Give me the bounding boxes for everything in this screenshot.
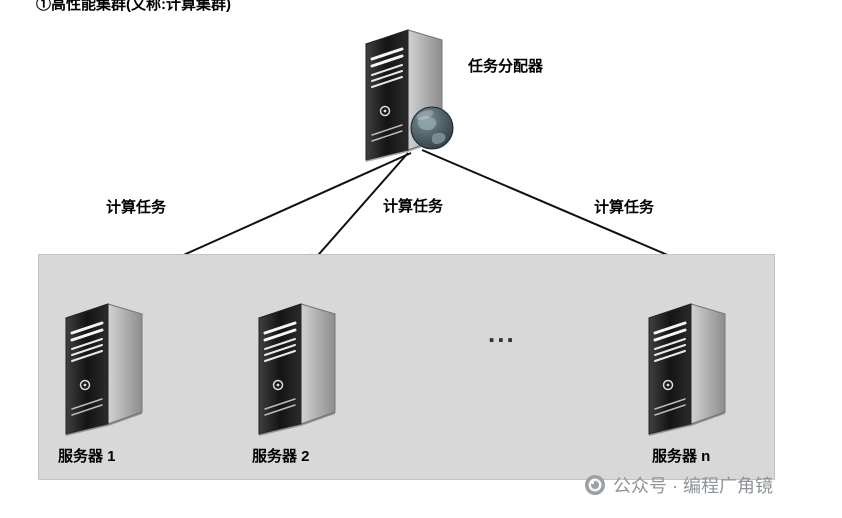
section-heading: ①高性能集群(又称:计算集群) <box>36 0 231 13</box>
globe-icon <box>410 106 454 150</box>
task-distributor-label: 任务分配器 <box>468 58 544 75</box>
server-1-label: 服务器 1 <box>58 448 116 465</box>
official-account-icon <box>585 475 605 495</box>
arrow-to-server-n <box>421 149 700 269</box>
server-n-icon <box>647 302 727 438</box>
arrow-label-left: 计算任务 <box>106 199 167 216</box>
server-2-label: 服务器 2 <box>252 448 310 465</box>
watermark-text: 公众号 · 编程广角镜 <box>613 476 773 496</box>
servers-ellipsis: ... <box>488 318 516 348</box>
watermark: 公众号 · 编程广角镜 <box>583 472 773 498</box>
server-1-icon <box>64 302 144 438</box>
arrow-label-right: 计算任务 <box>594 199 655 216</box>
server-2-icon <box>257 302 337 438</box>
server-n-label: 服务器 n <box>652 448 711 465</box>
arrow-label-middle: 计算任务 <box>383 198 444 215</box>
